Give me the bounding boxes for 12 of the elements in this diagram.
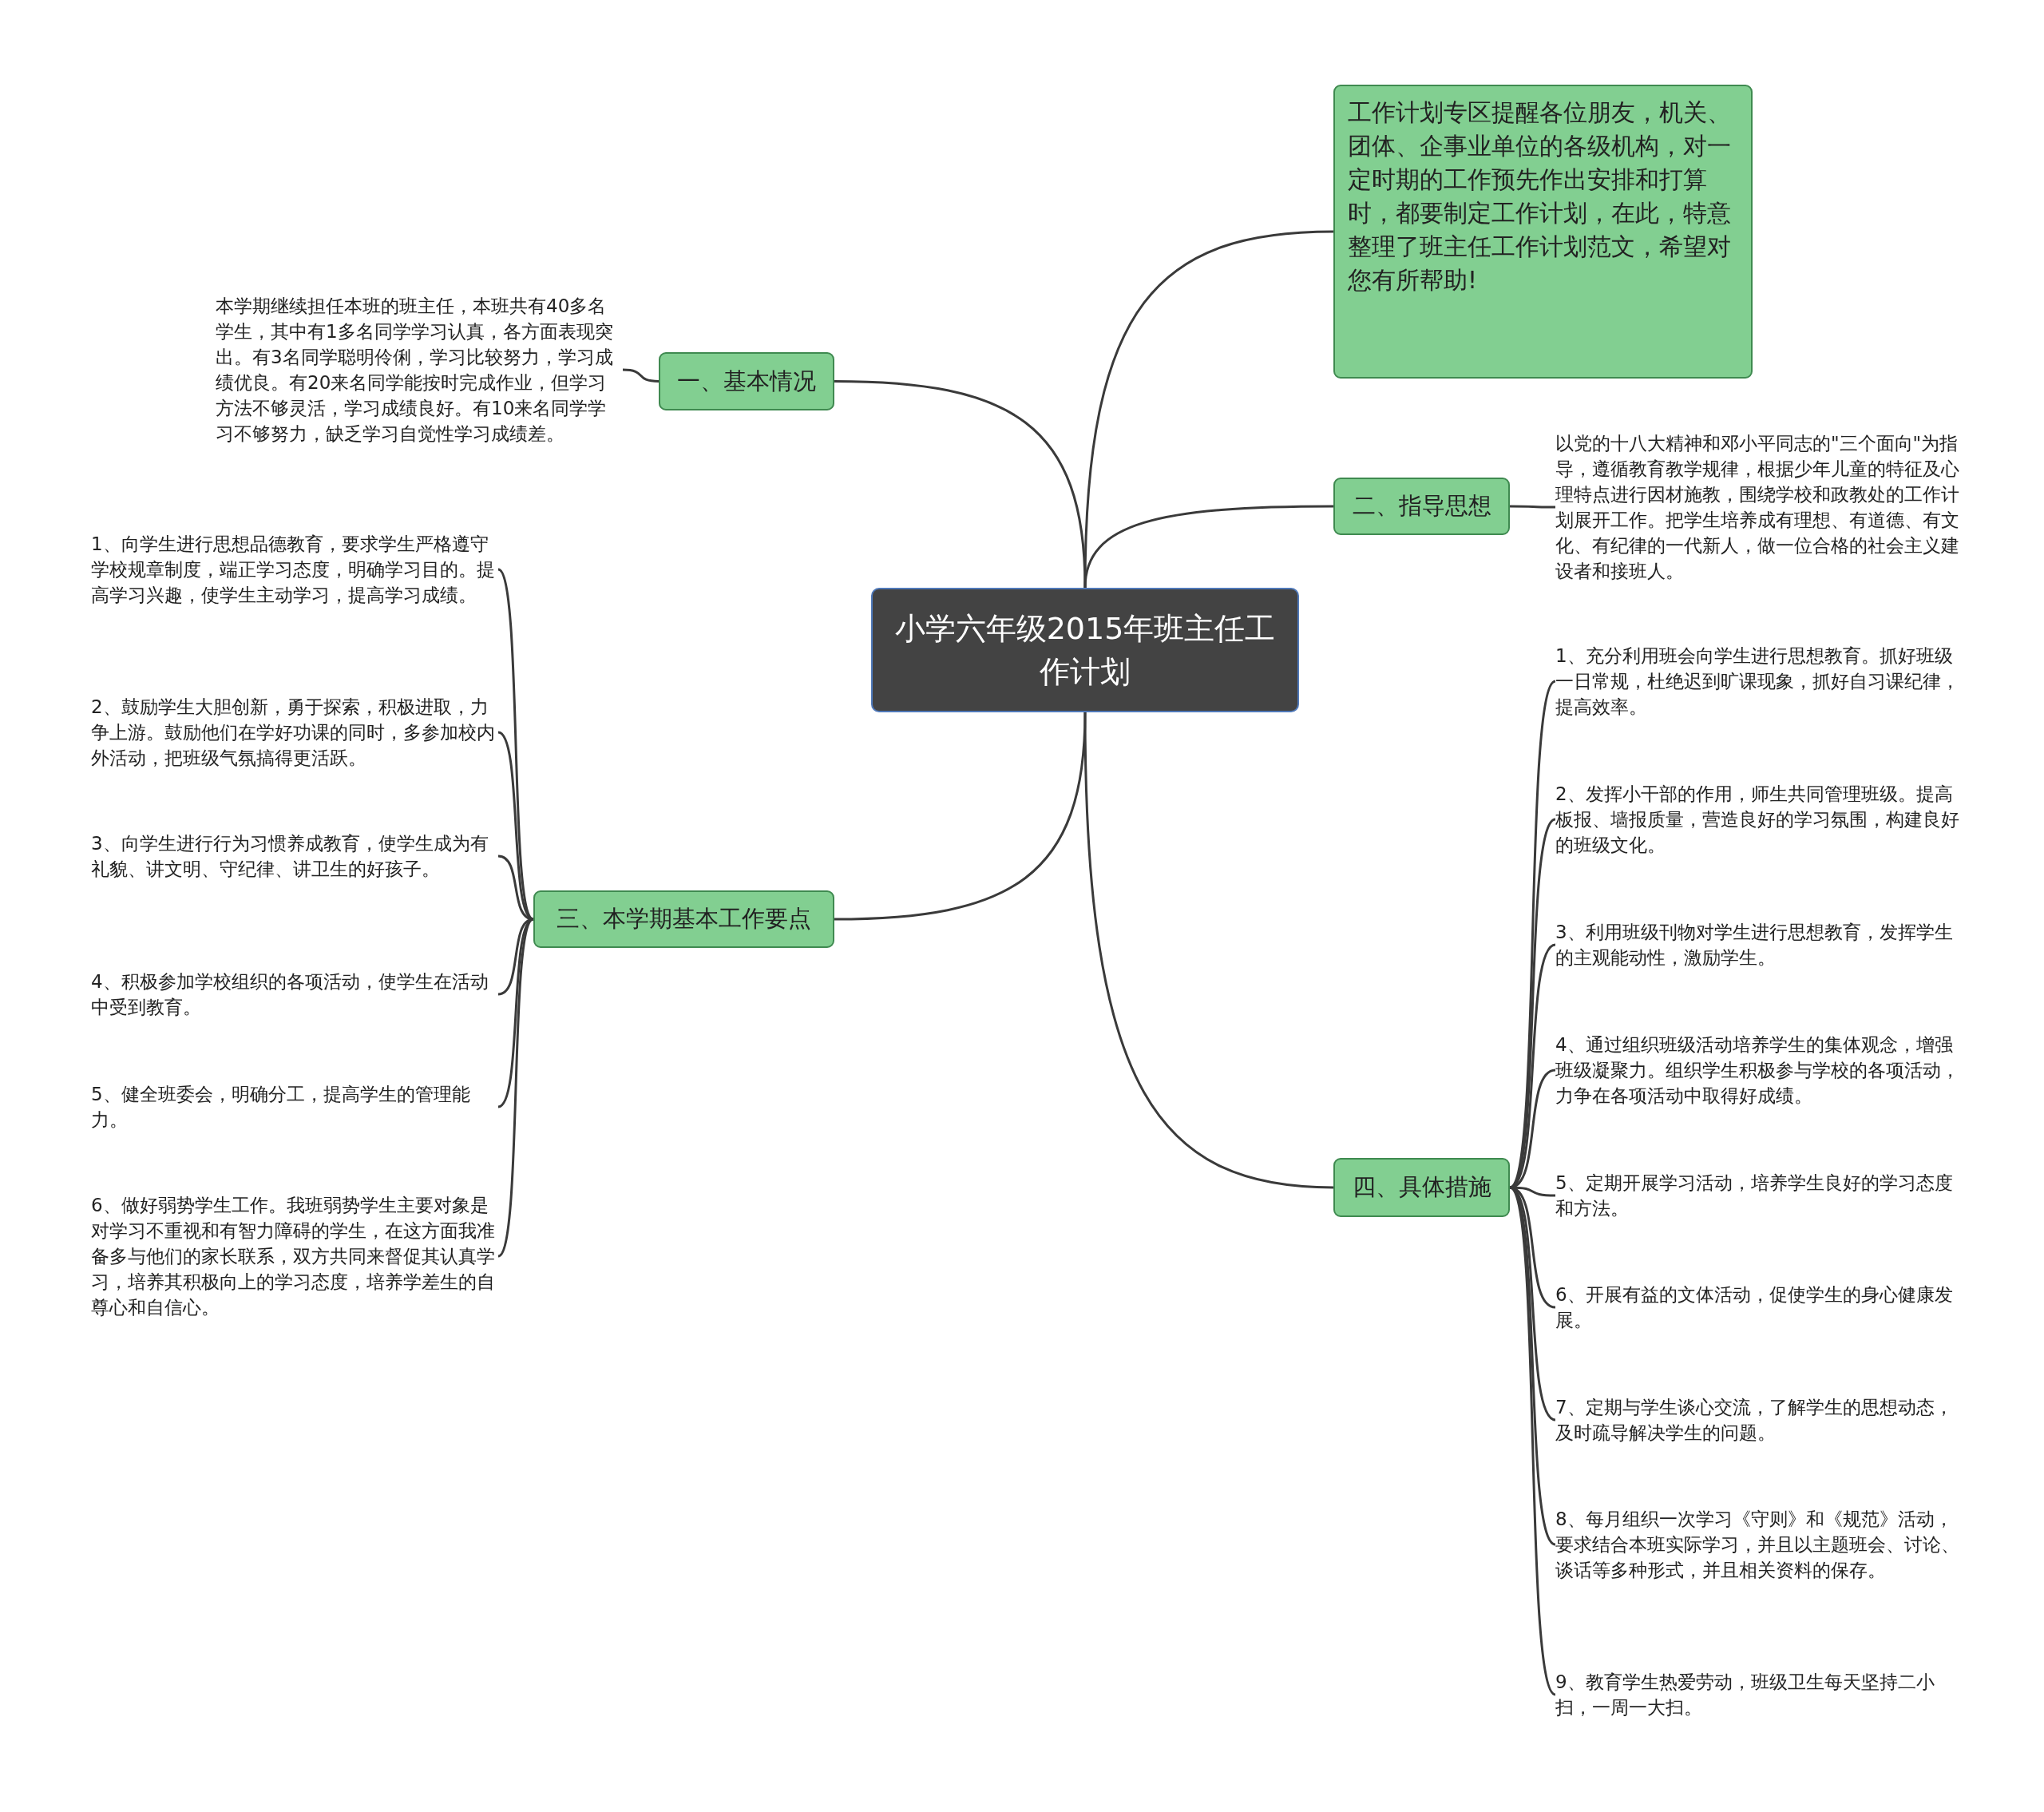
connector-line (1083, 712, 1334, 1189)
connector-line (1083, 505, 1333, 589)
connector-line (834, 712, 1087, 921)
topic-box: 一、基本情况 (659, 352, 834, 410)
topic-box: 二、指导思想 (1333, 478, 1510, 535)
connector-line (1510, 505, 1555, 509)
note-box: 工作计划专区提醒各位朋友，机关、团体、企事业单位的各级机构，对一定时期的工作预先作出安排和打算时，都要制定工作计划，在此，特意整理了班主任工作计划范文，希望对您有所帮助! (1333, 85, 1753, 379)
topic-box: 三、本学期基本工作要点 (533, 890, 834, 948)
topic-box: 四、具体措施 (1333, 1158, 1510, 1217)
central-topic-box: 小学六年级2015年班主任工作计划 (871, 588, 1299, 712)
connector-line (834, 380, 1087, 589)
connector-line (622, 368, 660, 383)
